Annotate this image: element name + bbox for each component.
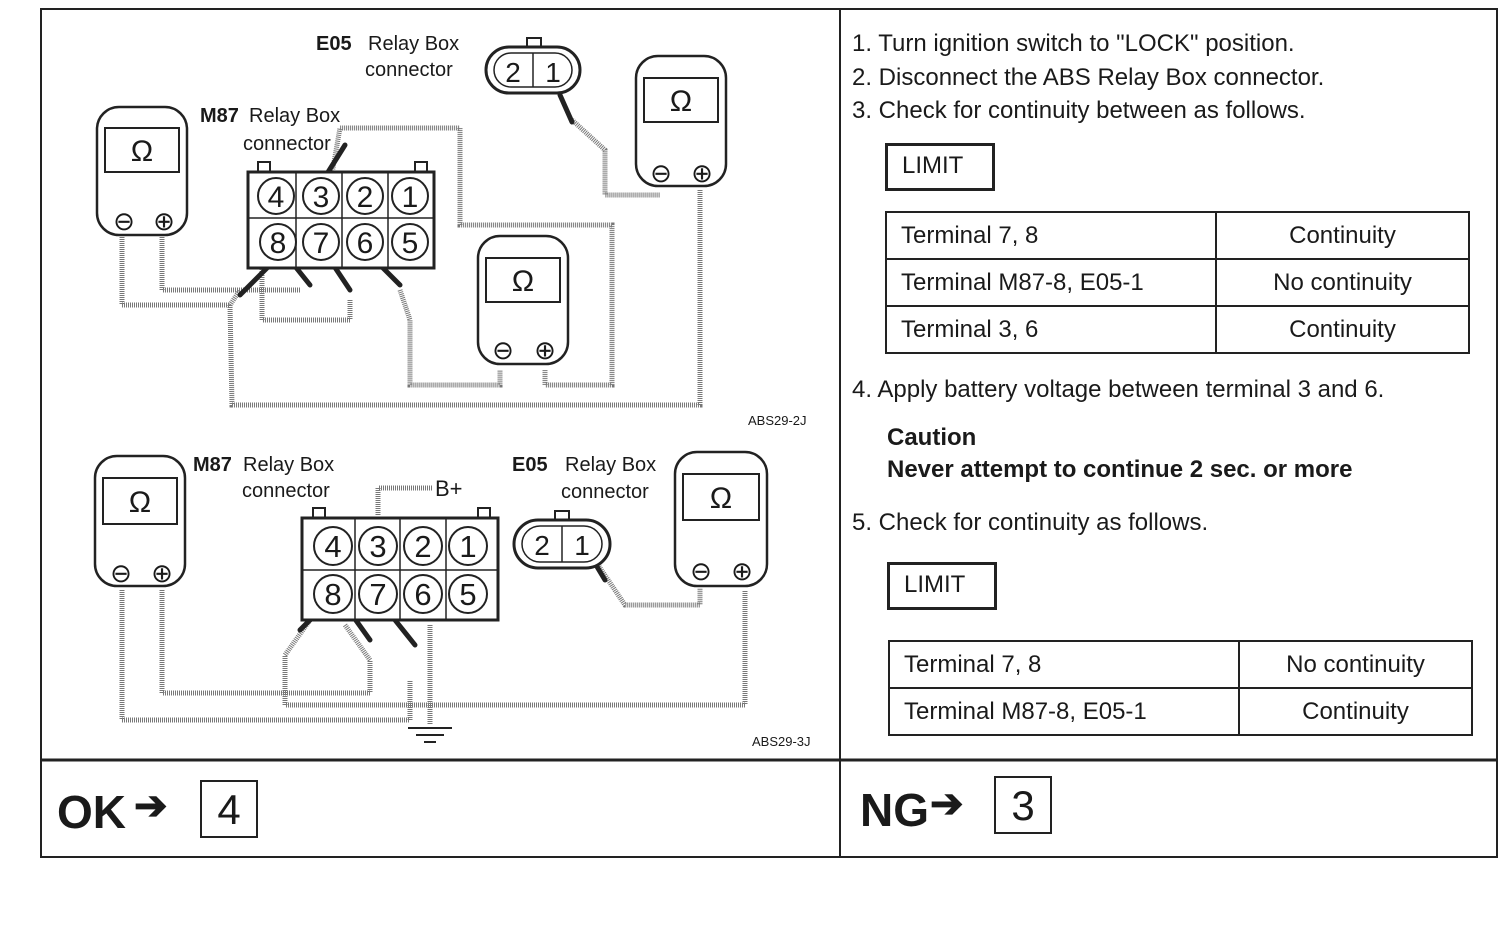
pin-label: 7: [369, 577, 386, 612]
caution-text: Never attempt to continue 2 sec. or more: [887, 456, 1353, 483]
pin-label: 2: [505, 57, 521, 88]
svg-text:E05: E05: [512, 454, 548, 476]
svg-text:Relay Box: Relay Box: [243, 454, 334, 476]
step-4: 4. Apply battery voltage between termina…: [852, 376, 1385, 403]
pin-label: 2: [414, 529, 431, 564]
page-frame: [40, 8, 1498, 858]
svg-text:Relay Box: Relay Box: [565, 454, 656, 476]
pin-label: 8: [324, 577, 341, 612]
pin-label: 1: [574, 530, 590, 561]
pin-label: 4: [268, 181, 285, 214]
svg-text:connector: connector: [242, 480, 330, 502]
battery-positive-label: B+: [435, 476, 463, 501]
pin-label: 1: [545, 57, 561, 88]
plus-terminal-icon: ⊕: [153, 206, 175, 236]
pin-label: 6: [414, 577, 431, 612]
ng-target-step: 3: [994, 776, 1052, 834]
svg-text:Relay Box: Relay Box: [249, 105, 340, 127]
table-row: Terminal M87-8, E05-1 No continuity: [885, 258, 1470, 307]
ground-symbol: [408, 727, 452, 743]
arrow-right-icon: ➔: [930, 782, 964, 826]
limit-label: LIMIT: [887, 562, 997, 610]
pin-label: 1: [402, 181, 419, 214]
minus-terminal-icon: ⊖: [690, 556, 712, 586]
pin-label: 2: [357, 181, 374, 214]
ng-label: NG: [860, 784, 929, 836]
result-cell: No continuity: [1215, 258, 1470, 307]
result-cell: No continuity: [1238, 640, 1473, 689]
svg-text:Relay Box: Relay Box: [368, 33, 459, 55]
wiring-diagram: Ω ⊖ ⊕ Ω ⊖ ⊕ Ω ⊖ ⊕ 4 3 2 1 8 7: [93, 33, 811, 749]
ohmmeter-top-middle: Ω ⊖ ⊕: [476, 234, 570, 366]
ohmmeter-top-left: Ω ⊖ ⊕: [95, 105, 189, 237]
ohmmeter-bottom-right: Ω ⊖ ⊕: [673, 450, 769, 588]
figure-caption-bottom: ABS29-3J: [752, 734, 811, 749]
svg-text:M87: M87: [200, 105, 239, 127]
result-cell: Continuity: [1215, 211, 1470, 260]
ohm-icon: Ω: [129, 486, 151, 519]
plus-terminal-icon: ⊕: [534, 335, 556, 365]
plus-terminal-icon: ⊕: [731, 556, 753, 586]
ohm-icon: Ω: [131, 135, 153, 168]
table-row: Terminal 7, 8 No continuity: [888, 640, 1473, 689]
table-row: Terminal 7, 8 Continuity: [885, 211, 1470, 260]
svg-text:connector: connector: [243, 133, 331, 155]
terminal-cell: Terminal M87-8, E05-1: [885, 258, 1217, 307]
ohm-icon: Ω: [670, 85, 692, 118]
ok-label: OK: [57, 786, 126, 838]
table-row: Terminal M87-8, E05-1 Continuity: [888, 687, 1473, 736]
pin-label: 4: [324, 529, 341, 564]
pin-label: 6: [357, 227, 374, 260]
figure-caption-top: ABS29-2J: [748, 413, 807, 428]
ohmmeter-top-right: Ω ⊖ ⊕: [634, 54, 728, 188]
caution-title: Caution: [887, 424, 977, 451]
labels-top: E05 Relay Box connector M87 Relay Box co…: [200, 33, 459, 155]
ohmmeter-bottom-left: Ω ⊖ ⊕: [93, 454, 187, 588]
table-row: Terminal 3, 6 Continuity: [885, 305, 1470, 354]
step-2: 2. Disconnect the ABS Relay Box connecto…: [852, 64, 1325, 91]
ohm-icon: Ω: [710, 482, 732, 515]
minus-terminal-icon: ⊖: [650, 158, 672, 188]
labels-bottom: M87 Relay Box connector E05 Relay Box co…: [193, 454, 656, 503]
pin-label: 3: [313, 181, 330, 214]
pin-label: 5: [402, 227, 419, 260]
limit-label: LIMIT: [885, 143, 995, 191]
wires-top: [119, 118, 703, 408]
plus-terminal-icon: ⊕: [691, 158, 713, 188]
m87-connector-top: 4 3 2 1 8 7 6 5: [246, 161, 436, 270]
svg-text:E05: E05: [316, 33, 352, 55]
pin-label: 8: [270, 227, 287, 260]
result-cell: Continuity: [1215, 305, 1470, 354]
ohm-icon: Ω: [512, 265, 534, 298]
result-cell: Continuity: [1238, 687, 1473, 736]
step-3: 3. Check for continuity between as follo…: [852, 97, 1306, 124]
pin-label: 2: [534, 530, 550, 561]
svg-text:connector: connector: [365, 59, 453, 81]
minus-terminal-icon: ⊖: [492, 335, 514, 365]
step-5: 5. Check for continuity as follows.: [852, 509, 1209, 536]
wires-bottom: [119, 485, 748, 725]
e05-connector-top: 2 1: [484, 37, 582, 95]
minus-terminal-icon: ⊖: [113, 206, 135, 236]
terminal-cell: Terminal M87-8, E05-1: [888, 687, 1240, 736]
arrow-right-icon: ➔: [134, 784, 168, 828]
svg-text:connector: connector: [561, 481, 649, 503]
pin-label: 3: [369, 529, 386, 564]
terminal-cell: Terminal 7, 8: [885, 211, 1217, 260]
limit-table-1: Terminal 7, 8 Continuity Terminal M87-8,…: [885, 211, 1470, 354]
step-1: 1. Turn ignition switch to "LOCK" positi…: [852, 30, 1295, 57]
terminal-cell: Terminal 7, 8: [888, 640, 1240, 689]
terminal-cell: Terminal 3, 6: [885, 305, 1217, 354]
m87-connector-bottom: 4 3 2 1 8 7 6 5: [300, 507, 500, 622]
pin-label: 5: [459, 577, 476, 612]
plus-terminal-icon: ⊕: [151, 558, 173, 588]
pin-label: 1: [459, 529, 476, 564]
pin-label: 7: [313, 227, 330, 260]
ok-target-step: 4: [200, 780, 258, 838]
svg-text:M87: M87: [193, 454, 232, 476]
minus-terminal-icon: ⊖: [110, 558, 132, 588]
e05-connector-bottom: 2 1: [512, 510, 612, 570]
limit-table-2: Terminal 7, 8 No continuity Terminal M87…: [888, 640, 1473, 736]
